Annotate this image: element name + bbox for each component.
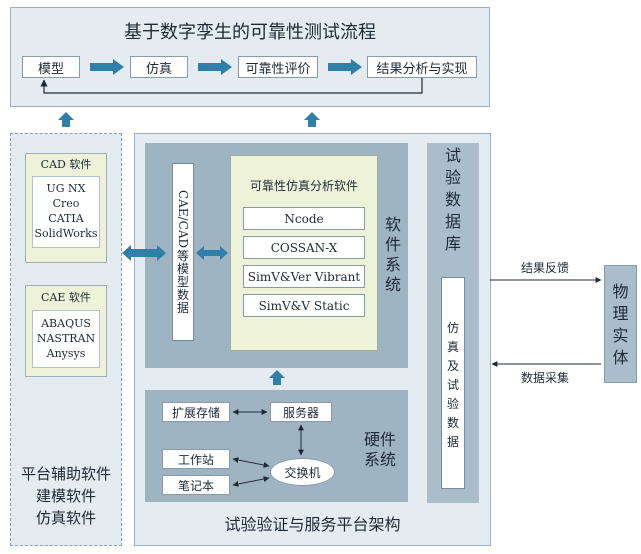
- collection-label: 数据采集: [520, 370, 569, 385]
- hw-storage: 扩展存储: [162, 402, 230, 422]
- hw-server: 服务器: [270, 402, 332, 422]
- hw-switch: 交换机: [270, 458, 335, 486]
- laptop-switch-link: [232, 476, 270, 487]
- workstation-switch-link: [232, 457, 270, 468]
- model-data-box: [172, 163, 194, 341]
- analysis-item-static: SimV&V Static: [243, 294, 365, 317]
- analysis-item-cossan: COSSAN-X: [243, 236, 365, 259]
- flow-title: 基于数字孪生的可靠性测试流程: [124, 22, 376, 43]
- physical-entity-label: 物理实体: [612, 282, 629, 367]
- cae-item: NASTRAN: [36, 332, 96, 345]
- hw-laptop: 笔记本: [162, 475, 230, 495]
- cae-item: ABAQUS: [41, 317, 91, 330]
- flow-step-analysis: 结果分析与实现: [367, 56, 477, 78]
- software-system-label: 软件系统: [384, 215, 401, 294]
- flow-step-evaluation: 可靠性评价: [238, 56, 318, 78]
- cad-item: UG NX: [46, 182, 86, 195]
- hw-workstation: 工作站: [162, 449, 230, 469]
- hardware-system-label: 硬件系统: [363, 430, 396, 469]
- platform-title: 试验验证与服务平台架构: [224, 515, 401, 534]
- cae-list: [32, 310, 100, 368]
- analysis-item-vibrant: SimV&Ver Vibrant: [243, 265, 365, 288]
- left-bottom-line: 仿真软件: [35, 508, 96, 527]
- cad-list: [32, 176, 100, 248]
- cae-title: CAE 软件: [41, 291, 91, 304]
- flow-arrow-3: [328, 59, 362, 75]
- up-arrow-center: [304, 112, 320, 127]
- cad-title: CAD 软件: [40, 158, 92, 171]
- left-bottom-line: 平台辅助软件: [20, 464, 111, 483]
- double-arrow-model: [196, 246, 228, 260]
- up-arrow-hw-sw: [269, 370, 285, 385]
- analysis-item-ncode: Ncode: [243, 207, 365, 230]
- database-inner-label: 仿真及试验数据: [446, 320, 459, 449]
- flow-step-model: 模型: [22, 56, 80, 78]
- cad-item: SolidWorks: [34, 227, 98, 240]
- flow-arrow-2: [198, 59, 232, 75]
- analysis-software-title: 可靠性仿真分析软件: [249, 178, 358, 193]
- double-arrow-left: [122, 245, 166, 261]
- flow-arrow-1: [90, 59, 124, 75]
- left-bottom-line: 建模软件: [35, 486, 96, 505]
- test-database-label: 试验数据库: [444, 146, 461, 253]
- cad-item: CATIA: [48, 212, 84, 225]
- feedback-loop-line: [40, 78, 423, 94]
- flow-step-simulation: 仿真: [130, 56, 188, 78]
- physical-entity-box: [604, 265, 637, 383]
- up-arrow-left: [58, 112, 74, 127]
- database-inner-box: [441, 277, 465, 489]
- feedback-label: 结果反馈: [520, 260, 569, 275]
- cad-item: Creo: [52, 197, 80, 210]
- cae-item: Anysys: [46, 347, 86, 360]
